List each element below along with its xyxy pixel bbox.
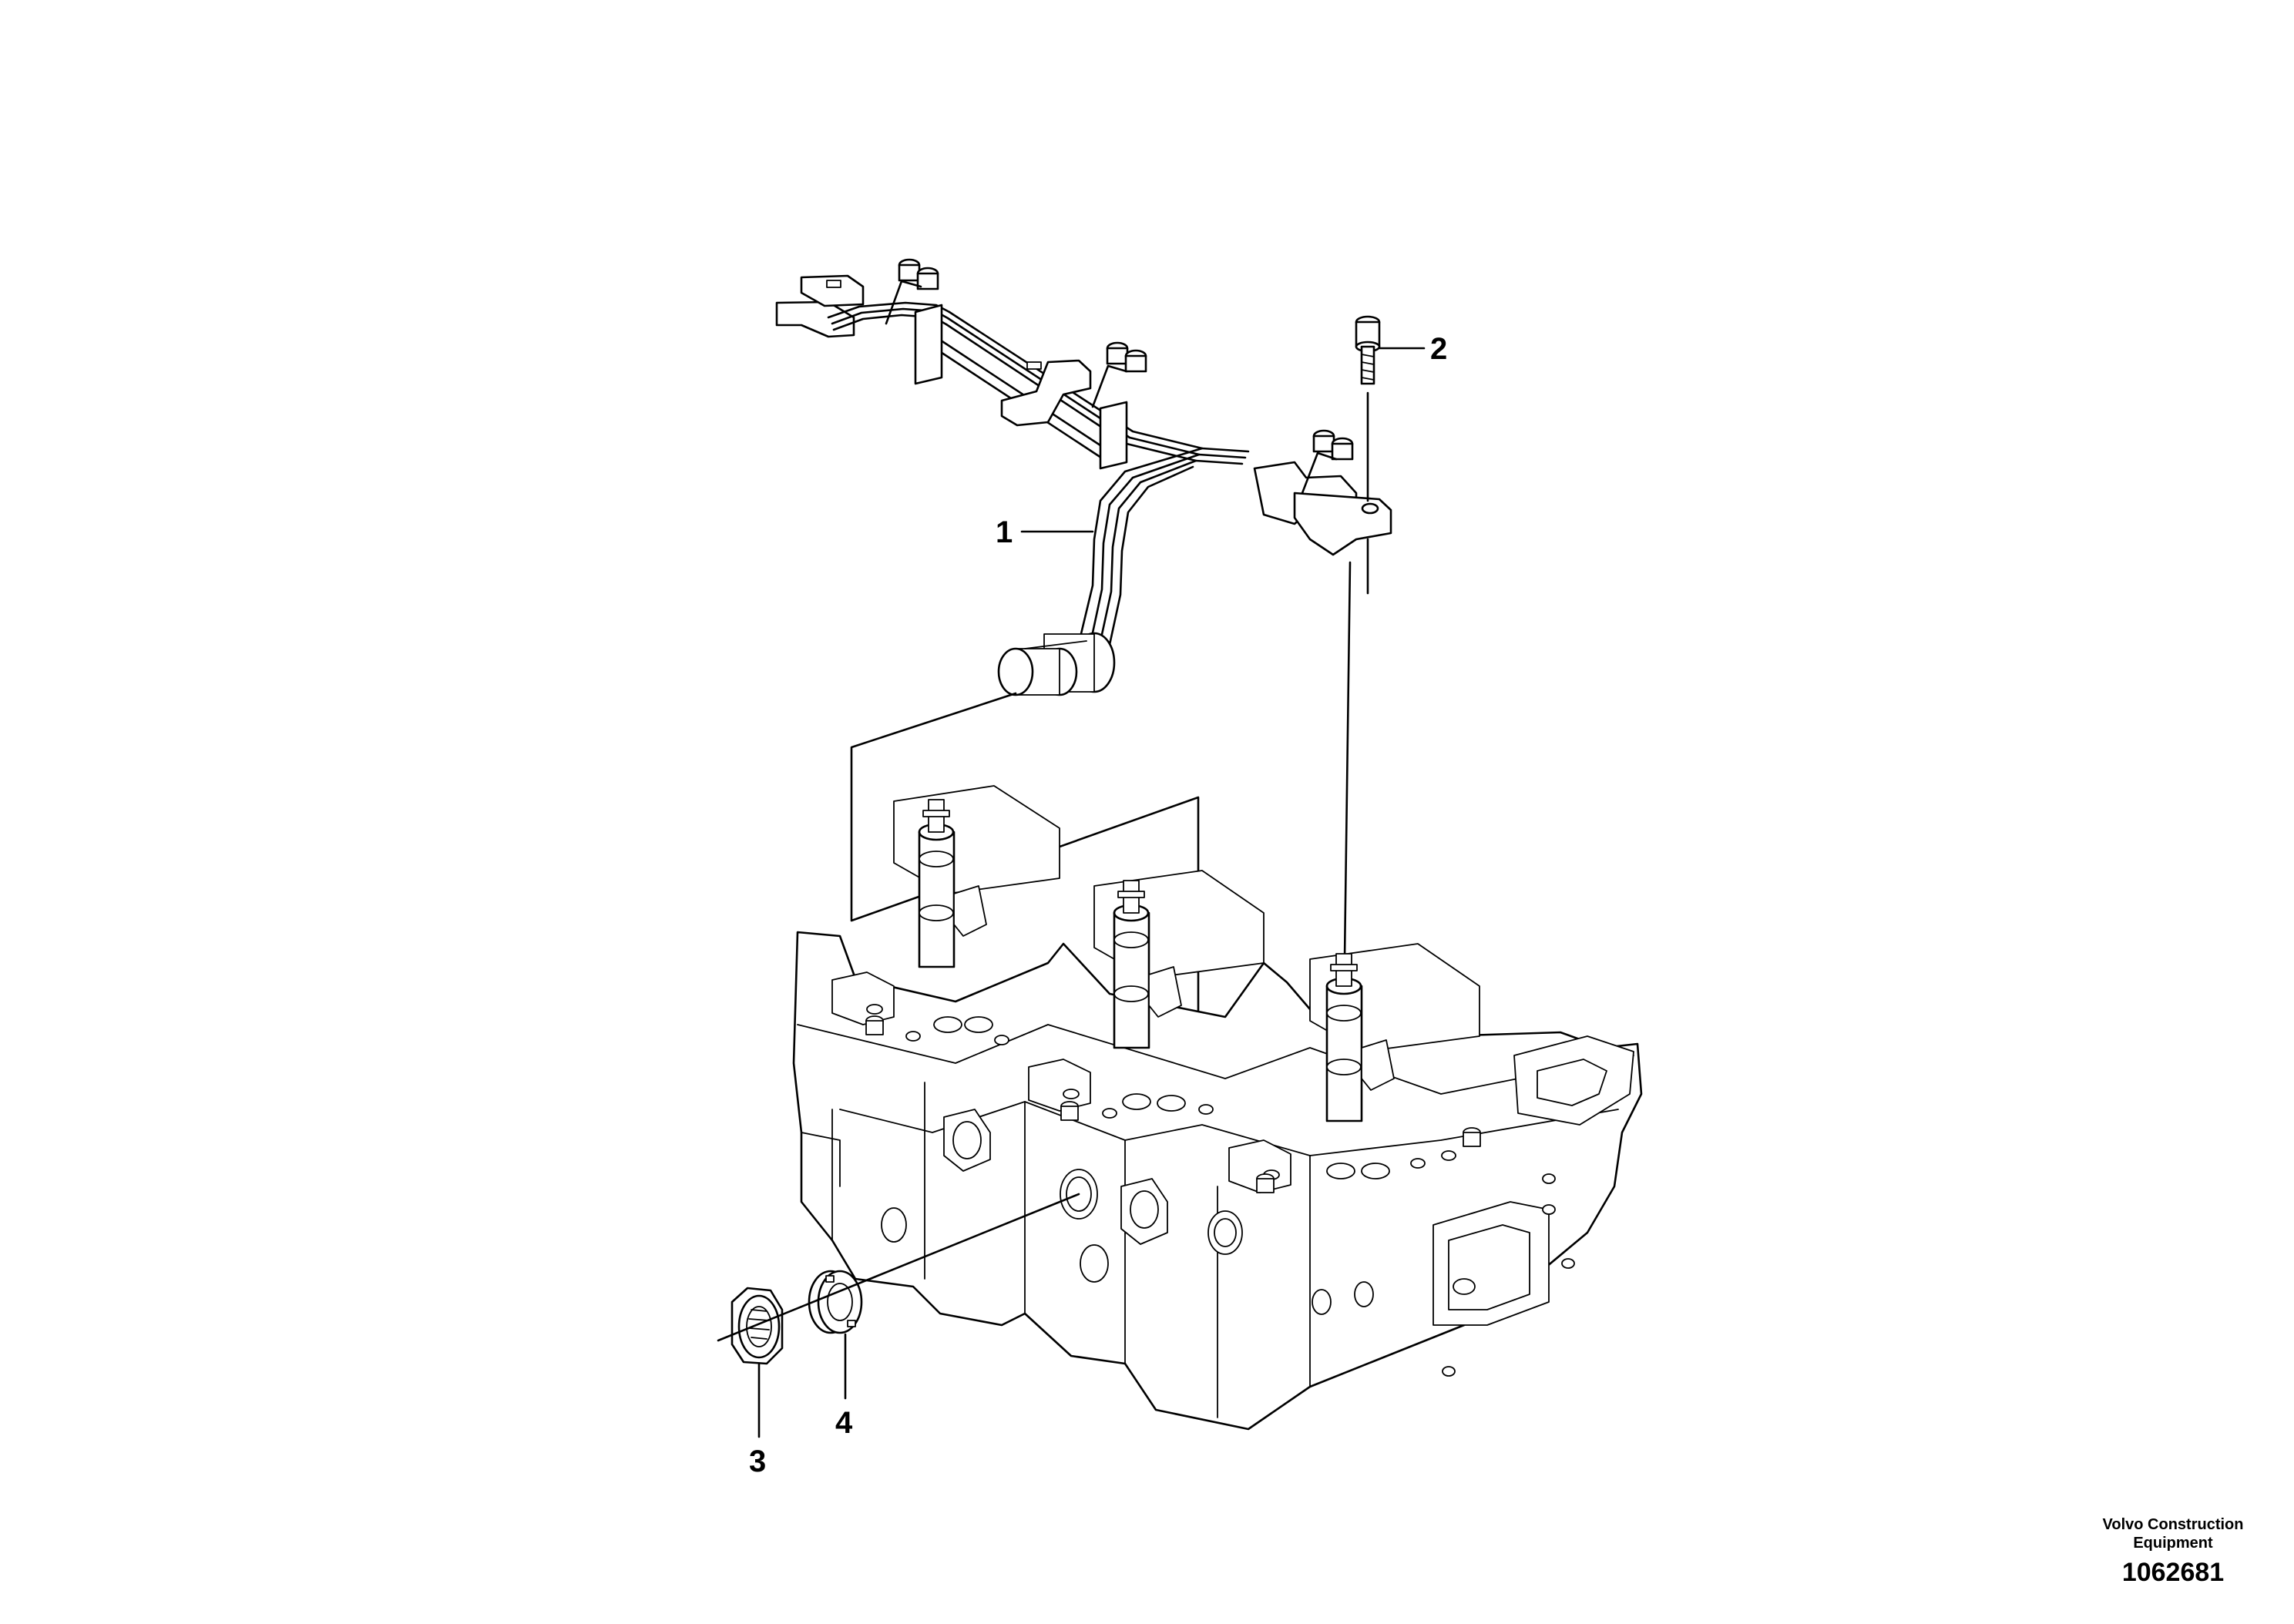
screw[interactable] [1355, 315, 1381, 385]
port-plug [943, 1109, 991, 1172]
callout-2-label: 2 [1430, 332, 1447, 366]
unit-injector [893, 785, 1060, 968]
unit-injector [1093, 870, 1265, 1049]
brand-line-2: Equipment [2133, 1535, 2213, 1552]
harness-round-connector [997, 632, 1116, 696]
bracket-leader-line [1343, 561, 1352, 961]
cylinder-head [792, 931, 1643, 1431]
callout-3-label: 3 [749, 1444, 766, 1478]
unit-injector [1309, 943, 1480, 1122]
harness-tubes [827, 301, 1250, 653]
brand-line-1: Volvo Construction [2103, 1516, 2244, 1533]
port-axis-line [717, 1193, 1080, 1342]
port-plug [1120, 1178, 1168, 1245]
callout-1-label: 1 [996, 515, 1013, 549]
nut[interactable] [731, 1287, 784, 1365]
seal-washer[interactable] [808, 1270, 863, 1334]
drawing-number: 1062681 [2122, 1558, 2224, 1587]
callout-4-label: 4 [835, 1406, 853, 1440]
wiring-harness[interactable] [775, 258, 1392, 696]
